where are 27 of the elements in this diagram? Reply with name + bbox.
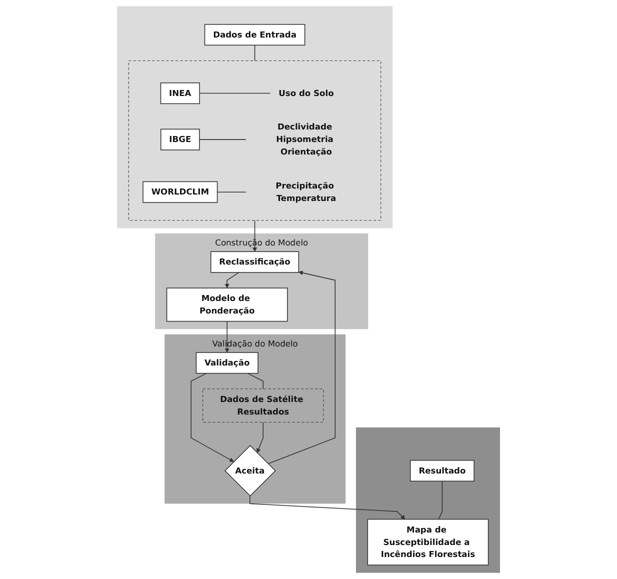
node-text: Declividade Hipsometria Orientação <box>276 122 334 157</box>
connector <box>254 44 256 62</box>
cluster <box>117 6 393 228</box>
node-box: INEA <box>160 82 200 104</box>
connector <box>199 139 246 140</box>
cluster <box>356 427 500 573</box>
arrow <box>256 422 264 453</box>
node-box: Dados de Satélite Resultados <box>202 388 324 422</box>
connector <box>438 480 443 520</box>
cluster <box>128 60 382 221</box>
node-box: Dados de Entrada <box>204 24 306 46</box>
arrow <box>224 272 240 288</box>
node-box: WORLDCLIM <box>142 181 218 203</box>
arrow <box>268 270 336 464</box>
node-text: Uso do Solo <box>278 88 334 98</box>
node-box: Mapa de Susceptibilidade a Incêndios Florestais <box>367 518 489 566</box>
connector <box>247 372 264 390</box>
connector <box>199 92 271 94</box>
node-diamond: Aceita <box>224 445 276 496</box>
node-box: Validação <box>196 352 258 374</box>
node-box: IBGE <box>160 128 200 150</box>
node-box: Modelo de Ponderação <box>166 288 288 322</box>
node-box: Resultado <box>410 460 474 482</box>
arrow <box>190 372 234 462</box>
node-text: Precipitação Temperatura <box>276 180 336 203</box>
arrow <box>250 495 406 520</box>
node-box: Reclassificação <box>210 251 300 273</box>
